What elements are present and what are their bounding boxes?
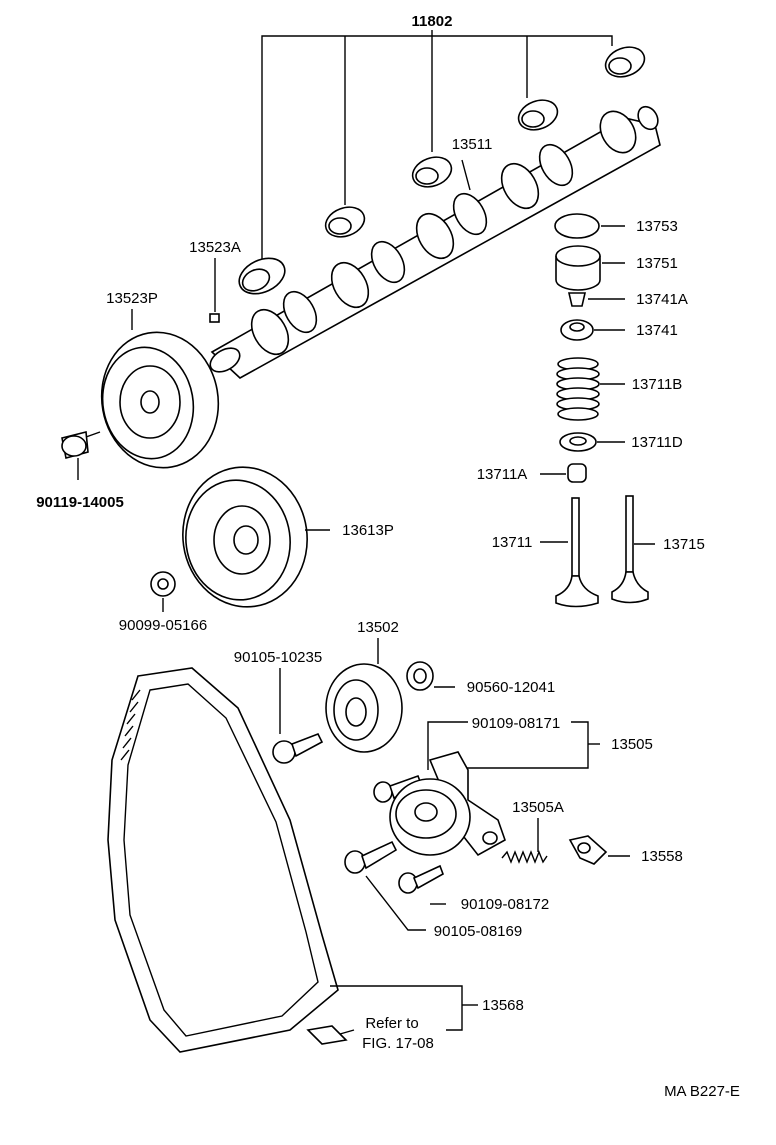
label-13511[interactable]: 13511: [452, 136, 493, 153]
label-13711D[interactable]: 13711D: [631, 434, 683, 451]
bolt-90109-08172: 90109-08172: [398, 864, 549, 913]
label-13523A[interactable]: 13523A: [189, 239, 241, 256]
cam-lobe: [415, 212, 455, 260]
label-11802[interactable]: 11802: [412, 13, 453, 30]
tension-spring-13505A: 13505A: [501, 799, 564, 864]
bearing-shell: [517, 99, 559, 131]
valve-spring-13711B: 13711B: [556, 357, 683, 421]
figure-id: MA B227-E: [664, 1083, 740, 1100]
intake-valve-13711: 13711: [492, 497, 599, 608]
valve-spring-seat-13711D: 13711D: [559, 432, 683, 452]
knock-pin-13523A: 13523A: [189, 239, 241, 323]
cam-lobe: [538, 143, 574, 187]
label-13558[interactable]: 13558: [641, 848, 683, 865]
refer-note-line1: Refer to: [365, 1015, 418, 1032]
valve-stem-oil-seal-13711A: 13711A: [477, 463, 587, 483]
label-13613P[interactable]: 13613P: [342, 522, 394, 539]
idler-pulley-13502: 13502: [325, 619, 403, 753]
label-13523P[interactable]: 13523P: [106, 290, 158, 307]
label-90099-05166[interactable]: 90099-05166: [119, 617, 207, 634]
bolt-90105-08169: 90105-08169: [344, 840, 522, 940]
tensioner-pulley: [389, 778, 471, 856]
label-90119-14005[interactable]: 90119-14005: [36, 494, 124, 511]
label-13741[interactable]: 13741: [636, 322, 678, 339]
label-13505[interactable]: 13505: [611, 736, 653, 753]
cam-lobe: [330, 261, 370, 309]
label-90109-08172[interactable]: 90109-08172: [461, 896, 549, 913]
crankshaft-timing-pulley-13613P: 13613P: [182, 466, 394, 608]
stud-13558: 13558: [568, 835, 683, 865]
label-13741A[interactable]: 13741A: [636, 291, 688, 308]
label-90109-08171[interactable]: 90109-08171: [472, 715, 560, 732]
camshaft-timing-pulley-13523P: 13523P: [100, 290, 220, 469]
label-13505A[interactable]: 13505A: [512, 799, 564, 816]
label-13751[interactable]: 13751: [636, 255, 678, 272]
bolt-90105-10235: 90105-10235: [234, 649, 324, 764]
label-90560-12041[interactable]: 90560-12041: [467, 679, 555, 696]
label-13715[interactable]: 13715: [663, 536, 705, 553]
bolt-90119-14005: 90119-14005: [36, 430, 124, 511]
label-13753[interactable]: 13753: [636, 218, 678, 235]
valve-lifter-13751: 13751: [555, 245, 678, 291]
label-90105-08169[interactable]: 90105-08169: [434, 923, 522, 940]
bearing-shell: [411, 156, 453, 188]
nut-90099-05166: 90099-05166: [119, 571, 207, 634]
label-13711B[interactable]: 13711B: [632, 376, 683, 393]
valve-spring-retainer-13741: 13741: [560, 319, 678, 341]
camshaft-13511: 13511: [209, 105, 661, 379]
camshaft-bearings: [238, 46, 646, 295]
bearing-shell: [324, 206, 366, 238]
cam-lobe: [500, 162, 540, 210]
valve-lifter-shim-13753: 13753: [554, 213, 678, 239]
cam-lobe: [452, 192, 488, 236]
timing-belt-13568: 13568: [107, 667, 524, 1053]
cam-lobe: [599, 110, 637, 154]
refer-note-line2[interactable]: FIG. 17-08: [362, 1035, 434, 1052]
cam-lobe: [250, 308, 290, 356]
tensioner-group-13505: 90109-08171 13505: [373, 715, 653, 857]
cam-lobe: [282, 290, 318, 334]
bearing-shell: [604, 46, 646, 78]
bearing-shell: [238, 257, 286, 295]
exhaust-valve-13715: 13715: [611, 495, 705, 604]
label-90105-10235[interactable]: 90105-10235: [234, 649, 322, 666]
bearing-bracket-11802: 11802: [261, 13, 613, 262]
washer-90560-12041: 90560-12041: [406, 661, 555, 696]
refer-note: Refer to FIG. 17-08: [306, 1015, 434, 1052]
label-13711A[interactable]: 13711A: [477, 466, 528, 483]
label-13502[interactable]: 13502: [357, 619, 399, 636]
valve-spring-retainer-lock-13741A: 13741A: [567, 291, 688, 308]
cam-lobe: [370, 240, 406, 284]
label-13711[interactable]: 13711: [492, 534, 533, 551]
label-13568[interactable]: 13568: [482, 997, 524, 1014]
